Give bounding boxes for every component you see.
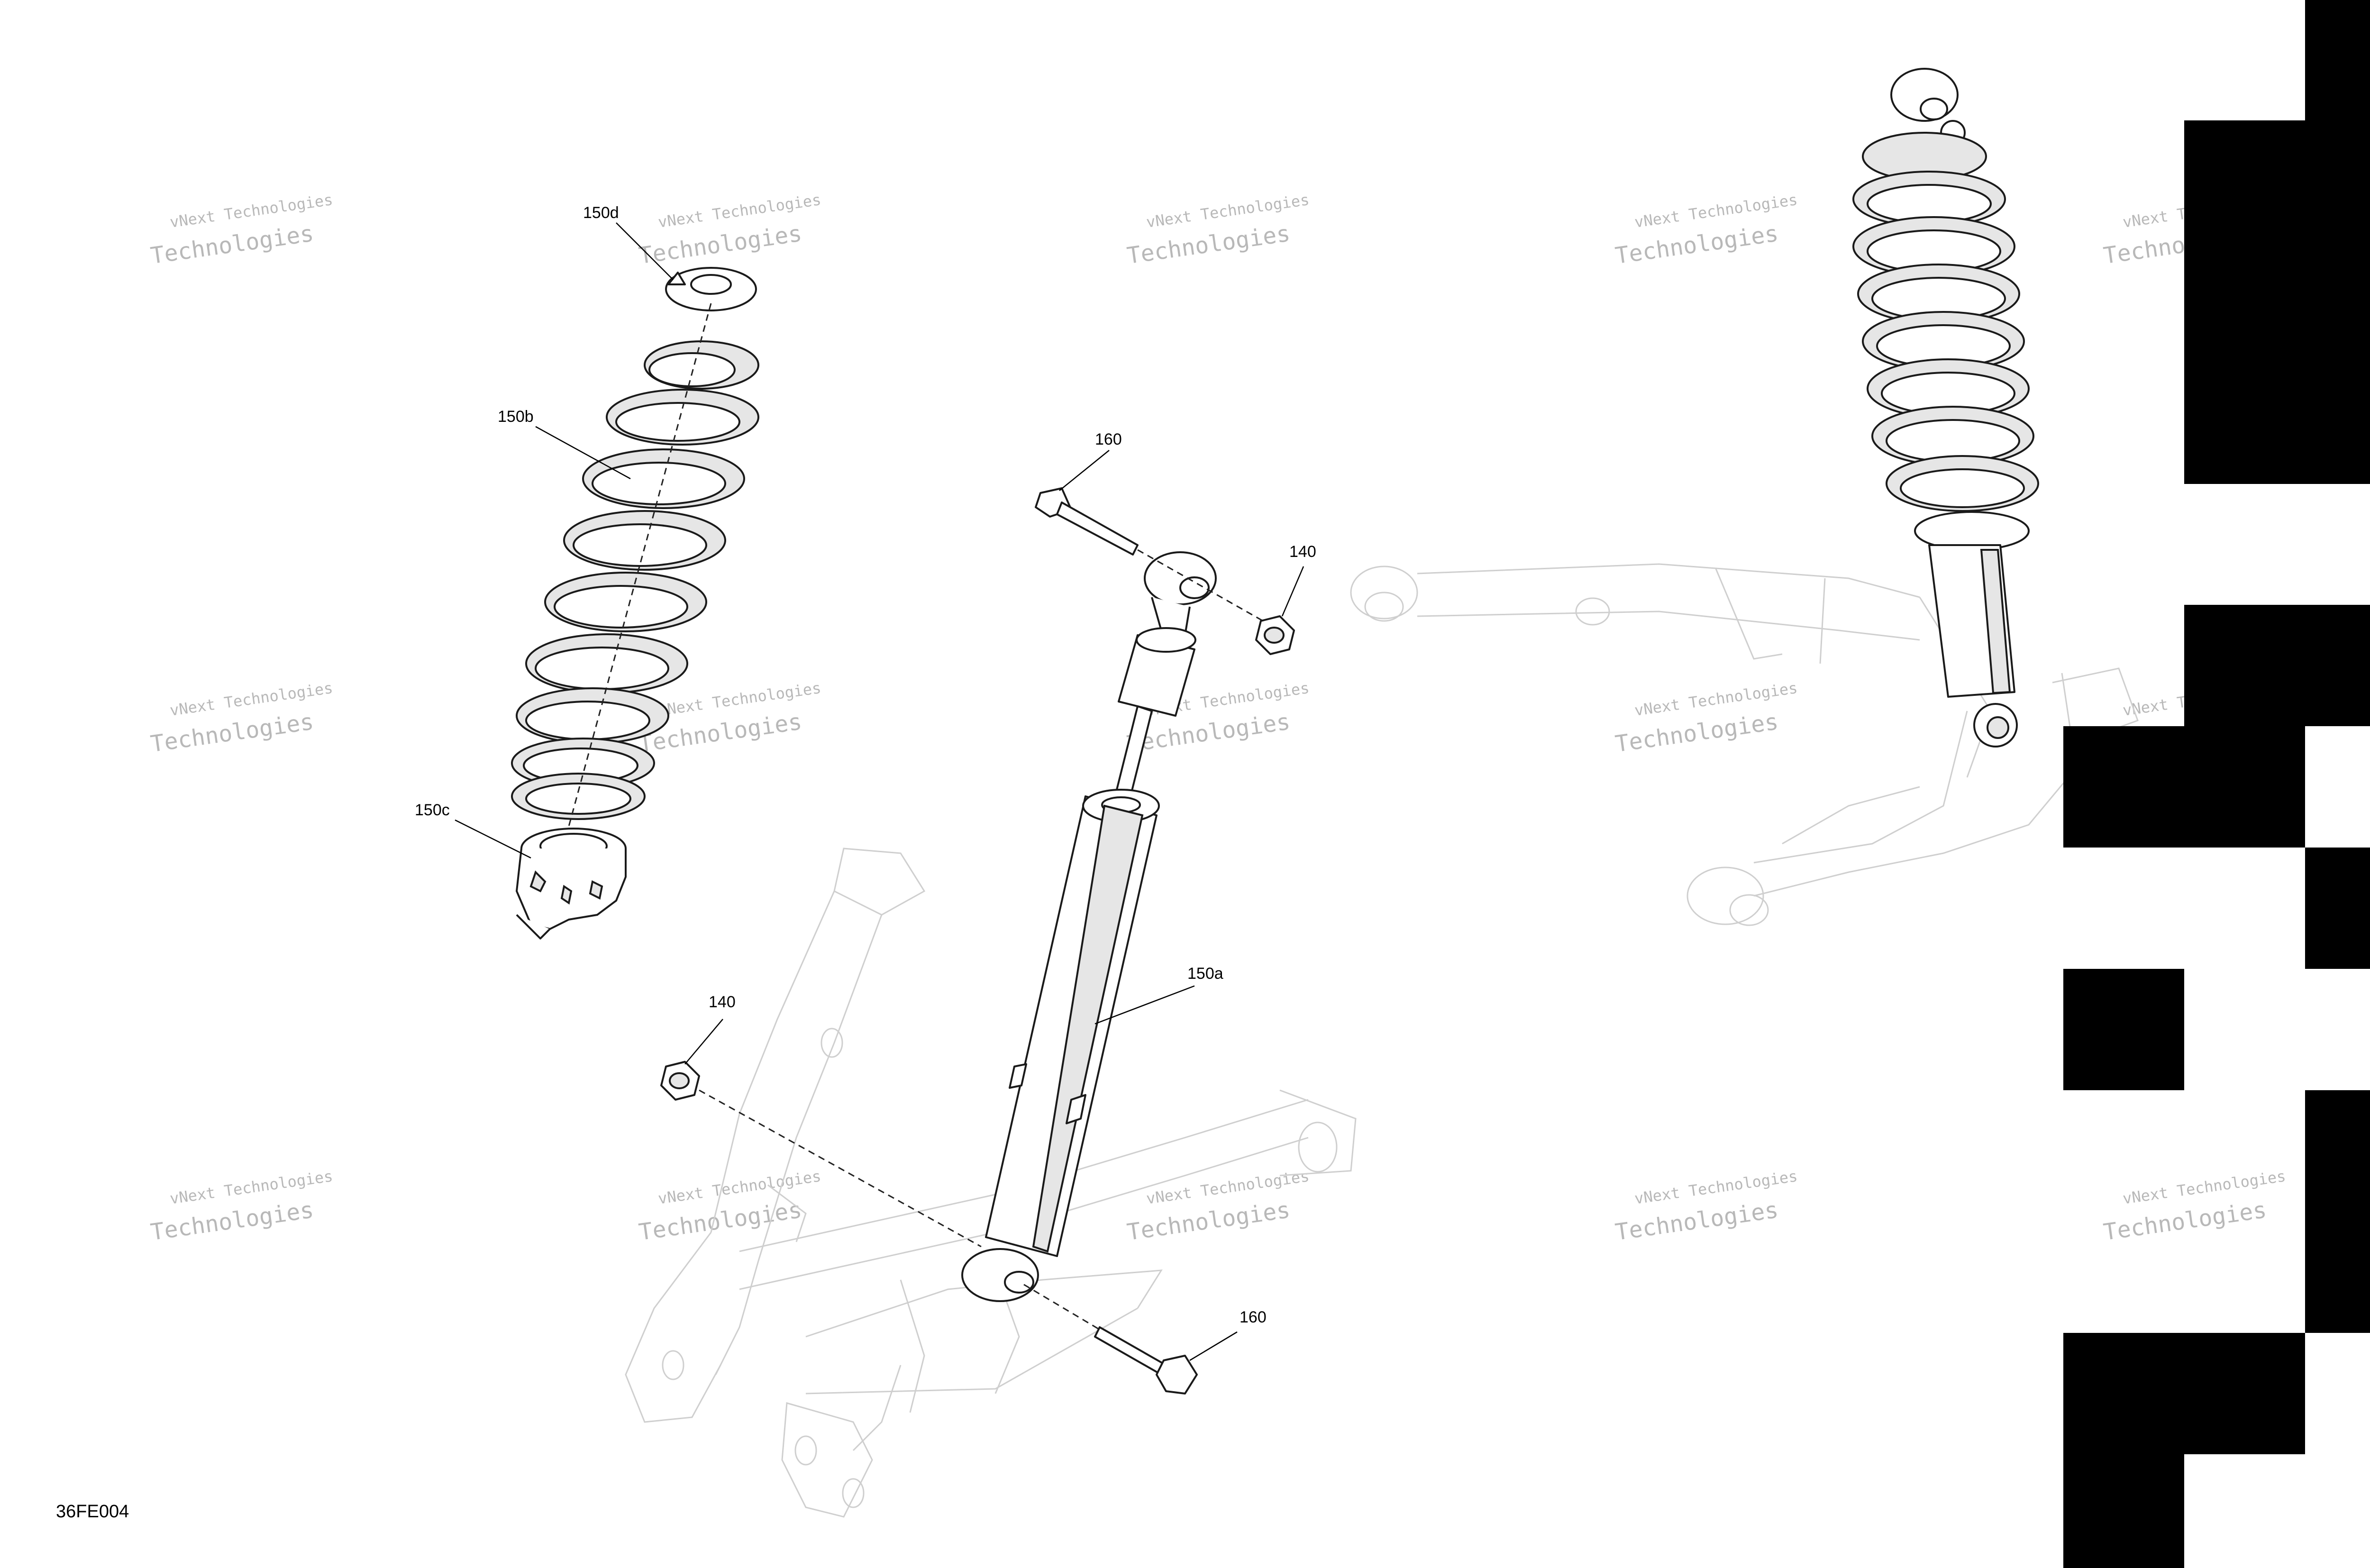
ghost-swing-arm-frame [625,848,1357,1518]
bolt-top-axis [1137,549,1280,631]
callout-140-bottom: 140 [709,993,736,1011]
bolt-bottom-axis [1023,1284,1100,1331]
watermark: vNext Technologies Technologies [1613,1167,1798,1246]
nut-bottom [660,1061,700,1101]
watermark: vNext Technologies Technologies [149,679,334,757]
spring-axis-dashed-line [563,303,712,844]
watermark: vNext Technologies Technologies [637,191,822,269]
leader-lines [455,222,1304,1361]
watermark: vNext Technologies Technologies [1125,191,1310,269]
spring-seat-top [665,267,757,311]
callout-150b: 150b [498,408,534,426]
watermark: vNext Technologies Technologies [1125,1167,1310,1246]
assembled-shock [1852,68,2039,748]
spring-seat-bottom [516,828,627,939]
nut-top [1255,615,1295,655]
watermark: vNext Technologies Technologies [1613,191,1798,269]
callout-160-bottom: 160 [1240,1308,1267,1326]
callout-150d: 150d [583,204,619,222]
callout-150a: 150a [1187,965,1223,983]
watermark: vNext Technologies Technologies [1613,679,1798,757]
figure-code: 36FE004 [56,1502,129,1522]
bolt-top [1035,487,1139,556]
callout-140-top: 140 [1289,543,1316,561]
shock-absorber [961,551,1217,1302]
callout-150c: 150c [415,801,450,819]
watermark: vNext Technologies Technologies [637,1167,822,1246]
watermark: vNext Technologies Technologies [149,191,334,269]
coil-spring [511,340,759,820]
watermark: vNext Technologies Technologies [2102,1167,2287,1246]
watermark: vNext Technologies Technologies [149,1167,334,1246]
bolt-bottom [1094,1326,1198,1395]
callout-160-top: 160 [1095,430,1122,448]
registration-blocks [2063,0,2370,1568]
ghost-frame-assembled [1350,563,2139,926]
nut-bottom-axis [699,1089,982,1248]
